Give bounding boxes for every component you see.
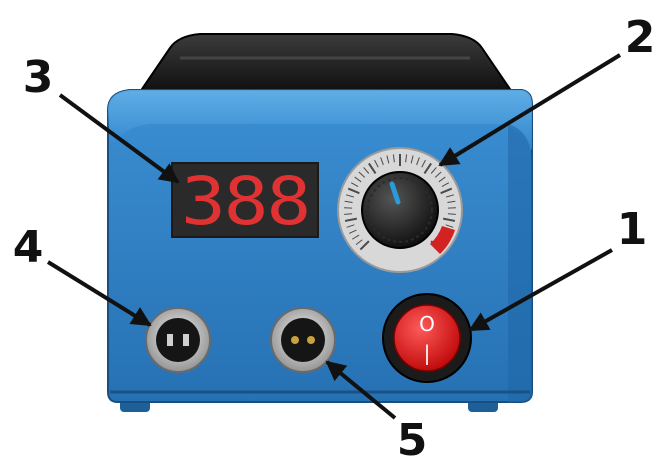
callout-number-4: 4: [13, 222, 44, 273]
knob-body[interactable]: [362, 172, 438, 248]
callout-number-1: 1: [617, 204, 648, 255]
connector-socket-left[interactable]: [146, 308, 210, 372]
socket-pin: [167, 334, 173, 346]
switch-off-symbol: |: [424, 341, 431, 365]
callout-number-2: 2: [625, 12, 656, 63]
socket-face: [281, 318, 325, 362]
socket-pin: [307, 336, 315, 344]
socket-pin: [291, 336, 299, 344]
housing-side-shade: [508, 124, 532, 402]
callout-number-5: 5: [397, 415, 428, 465]
power-switch[interactable]: O |: [383, 294, 471, 382]
knob-tick: [448, 214, 456, 215]
socket-face: [156, 318, 200, 362]
knob-tick: [344, 214, 352, 215]
callout-number-3: 3: [23, 52, 54, 103]
top-handle: [140, 34, 512, 92]
temperature-knob[interactable]: [338, 148, 462, 272]
socket-pin: [183, 334, 189, 346]
display-value: 388: [181, 163, 309, 240]
switch-on-symbol: O: [419, 312, 435, 336]
connector-socket-middle[interactable]: [271, 308, 335, 372]
